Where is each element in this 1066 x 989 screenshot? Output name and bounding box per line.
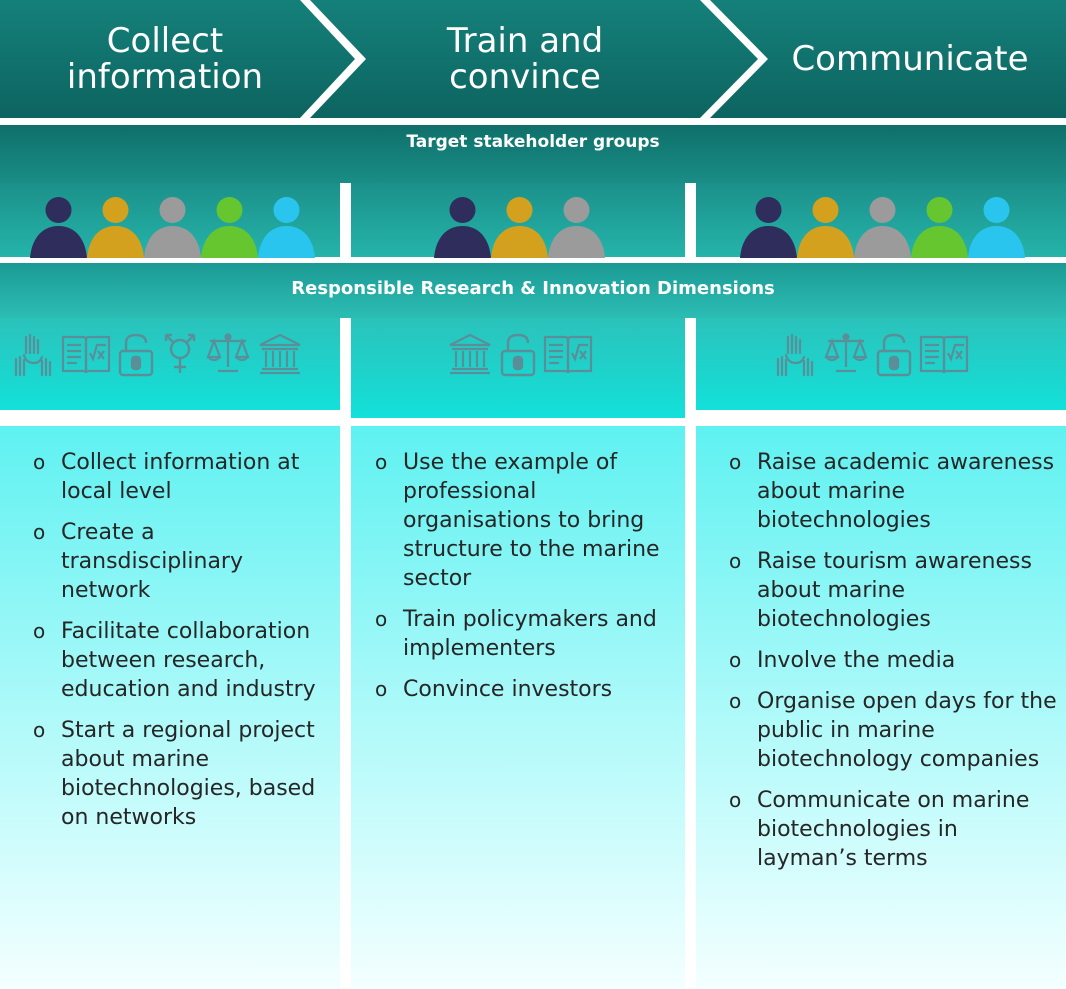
bullet-marker: o: [729, 788, 742, 812]
action-item: o Facilitate collaboration between resear…: [33, 617, 333, 704]
stakeholder-people-train: [434, 196, 605, 258]
stakeholder-person-icon: [434, 196, 491, 258]
stakeholder-person-icon: [968, 196, 1025, 258]
stakeholder-header-band: [0, 125, 1066, 183]
bullet-marker: o: [33, 520, 46, 544]
chevron-band: [0, 0, 1066, 118]
open-access-icon: [874, 331, 914, 381]
actions-col-train: [351, 426, 685, 989]
action-text: Raise academic awareness about marine bi…: [757, 450, 1055, 533]
action-item: o Start a regional project about marine b…: [33, 716, 333, 832]
action-text: Raise tourism awareness about marine bio…: [757, 549, 1032, 632]
action-text: Involve the media: [757, 648, 956, 673]
action-item: o Create a transdisciplinary network: [33, 518, 333, 605]
action-item: o Raise tourism awareness about marine bi…: [729, 547, 1061, 634]
stakeholder-person-icon: [144, 196, 201, 258]
stakeholder-person-icon: [911, 196, 968, 258]
step-communicate-shape: [710, 0, 1066, 118]
open-access-icon: [498, 331, 538, 381]
stakeholder-title: Target stakeholder groups: [406, 132, 660, 152]
stakeholder-person-icon: [30, 196, 87, 258]
action-item: o Raise academic awareness about marine b…: [729, 448, 1061, 535]
step-collect-shape: [0, 0, 355, 118]
stakeholder-person-icon: [740, 196, 797, 258]
rri-icons-collect: [12, 330, 308, 382]
bullet-marker: o: [729, 689, 742, 713]
action-item: o Train policymakers and implementers: [375, 605, 675, 663]
rri-icons-communicate: [774, 330, 974, 382]
bullet-marker: o: [729, 648, 742, 672]
action-item: o Communicate on marine biotechnologies i…: [729, 786, 1061, 873]
stakeholder-person-icon: [854, 196, 911, 258]
bullet-marker: o: [33, 718, 46, 742]
stakeholder-person-icon: [491, 196, 548, 258]
public-engagement-icon: [774, 331, 818, 381]
bullet-marker: o: [33, 450, 46, 474]
open-access-icon: [116, 331, 156, 381]
bullet-marker: o: [33, 619, 46, 643]
actions-list-communicate: o Raise academic awareness about marine b…: [729, 448, 1061, 885]
actions-col-communicate: [696, 426, 1066, 989]
gender-equality-icon: [160, 331, 200, 381]
stakeholder-person-icon: [548, 196, 605, 258]
action-text: Train policymakers and implementers: [403, 607, 657, 661]
bullet-marker: o: [729, 549, 742, 573]
action-text: Facilitate collaboration between researc…: [61, 619, 316, 702]
governance-icon: [256, 331, 304, 381]
science-education-icon: [918, 331, 970, 381]
stakeholder-people-collect: [30, 196, 315, 258]
action-item: o Involve the media: [729, 646, 1061, 675]
rri-title: Responsible Research & Innovation Dimens…: [291, 278, 775, 299]
stakeholder-person-icon: [87, 196, 144, 258]
action-item: o Use the example of professional organis…: [375, 448, 675, 593]
step-train-shape: [310, 0, 758, 118]
action-item: o Organise open days for the public in ma…: [729, 687, 1061, 774]
science-education-icon: [60, 331, 112, 381]
action-text: Start a regional project about marine bi…: [61, 718, 316, 830]
action-text: Communicate on marine biotechnologies in…: [757, 788, 1030, 871]
stakeholder-person-icon: [201, 196, 258, 258]
rri-col-communicate: [696, 318, 1066, 410]
step-communicate-label: Communicate: [791, 39, 1029, 79]
ethics-icon: [822, 331, 870, 381]
science-education-icon: [542, 331, 594, 381]
action-item: o Collect information at local level: [33, 448, 333, 506]
stakeholder-person-icon: [258, 196, 315, 258]
action-text: Collect information at local level: [61, 450, 300, 504]
stakeholder-people-communicate: [740, 196, 1025, 258]
ethics-icon: [204, 331, 252, 381]
rri-col-collect: [0, 318, 340, 410]
action-text: Convince investors: [403, 677, 613, 702]
bullet-marker: o: [729, 450, 742, 474]
action-text: Use the example of professional organisa…: [403, 450, 660, 591]
action-text: Create a transdisciplinary network: [61, 520, 243, 603]
bullet-marker: o: [375, 677, 388, 701]
action-text: Organise open days for the public in mar…: [757, 689, 1057, 772]
actions-list-train: o Use the example of professional organis…: [375, 448, 675, 716]
rri-icons-train: [446, 330, 598, 382]
governance-icon: [446, 331, 494, 381]
bullet-marker: o: [375, 607, 388, 631]
rri-header-band: [0, 263, 1066, 318]
stakeholder-person-icon: [797, 196, 854, 258]
public-engagement-icon: [12, 331, 56, 381]
actions-col-collect: [0, 426, 340, 989]
action-item: o Convince investors: [375, 675, 675, 704]
bullet-marker: o: [375, 450, 388, 474]
